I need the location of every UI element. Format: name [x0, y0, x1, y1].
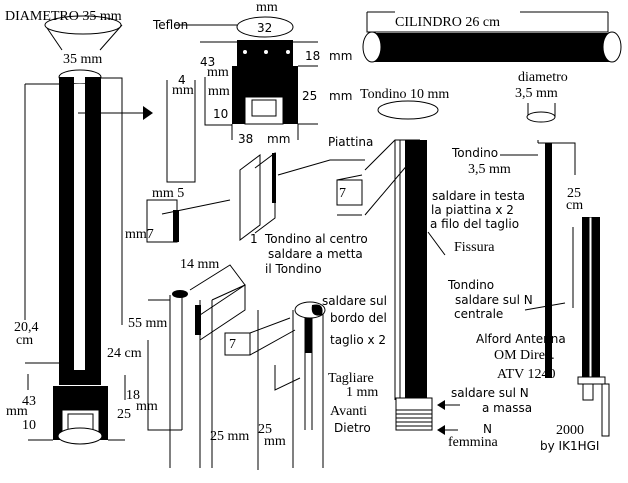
label-massa-1: saldare sul N: [451, 386, 529, 400]
label-25cm: 25: [567, 186, 581, 201]
label-25-bottom: 25: [117, 407, 131, 422]
label-n: N: [483, 422, 492, 436]
label-tondino-10: Tondino 10 mm: [360, 87, 449, 102]
label-35mm: 35 mm: [63, 52, 102, 67]
labels: DIAMETRO 35 mm 35 mm mm Teflon 32 18 mm …: [5, 0, 599, 453]
main-tube: [24, 15, 153, 445]
label-43-bottom-mm: mm: [6, 404, 28, 419]
label-18-bottom-mm: mm: [136, 399, 158, 414]
label-32: 32: [257, 21, 272, 35]
label-centro-2: saldare a metta: [268, 247, 363, 261]
feed-assembly-middle: [224, 301, 326, 470]
label-cilindro: CILINDRO 26 cm: [395, 15, 500, 30]
label-43-bottom: 43: [22, 394, 36, 409]
label-mm: mm: [256, 0, 278, 15]
cylinder: [362, 11, 622, 63]
label-4: 4: [178, 73, 186, 87]
label-dietro: Dietro: [334, 421, 371, 435]
label-massa-2: a massa: [482, 401, 532, 415]
label-43-mm: mm: [207, 65, 229, 80]
label-diametro-small: diametro: [518, 70, 568, 85]
label-tondino: Tondino: [451, 146, 498, 160]
strips: [146, 80, 365, 243]
label-7-b: 7: [339, 186, 346, 201]
label-25mm-b: 25: [258, 422, 272, 437]
label-25-mm: mm: [329, 89, 352, 103]
label-centro-1: Tondino al centro: [264, 232, 368, 246]
label-24cm: 24 cm: [107, 346, 142, 361]
label-tagliare-2: 1 mm: [346, 385, 378, 400]
label-1: 1: [250, 232, 258, 246]
label-bordo-3: taglio x 2: [330, 333, 386, 347]
label-year: 2000: [556, 423, 584, 438]
label-7-a: 7: [229, 337, 236, 352]
label-20-4-cm: cm: [16, 333, 33, 348]
label-saldare-testa-2: la piattina x 2: [431, 203, 514, 217]
label-teflon: Teflon: [152, 18, 188, 32]
rod-and-antenna: [500, 103, 610, 437]
label-43: 43: [200, 55, 215, 69]
label-10-mm: mm: [208, 84, 230, 99]
label-mm5: mm 5: [152, 186, 184, 201]
label-author: by IK1HGI: [540, 439, 599, 453]
label-20-4: 20,4: [14, 320, 39, 335]
label-alford-1: Alford Antenna: [476, 332, 566, 346]
label-bordo-1: saldare sul: [322, 294, 387, 308]
label-avanti: Avanti: [330, 404, 367, 419]
label-25: 25: [302, 89, 317, 103]
label-alford-2: OM Direz.: [494, 348, 555, 363]
label-14mm: 14 mm: [180, 257, 219, 272]
label-diametro: DIAMETRO 35 mm: [5, 9, 122, 24]
label-n-centrale-1: saldare sul N: [455, 293, 533, 307]
label-10: 10: [213, 107, 228, 121]
label-4-mm: mm: [172, 83, 194, 98]
label-55mm: 55 mm: [128, 316, 167, 331]
feed-assembly-left: [147, 264, 246, 468]
label-femmina: femmina: [448, 435, 499, 450]
label-25mm-a: 25 mm: [210, 429, 249, 444]
label-18-bottom: 18: [126, 388, 140, 403]
label-atv: ATV 1240: [497, 367, 555, 382]
label-3-5mm: 3,5 mm: [515, 86, 558, 101]
label-mm7: mm7: [125, 227, 154, 242]
label-bordo-2: bordo del: [330, 311, 387, 325]
label-saldare-testa-1: saldare in testa: [432, 189, 525, 203]
label-tondino-b: Tondino: [447, 278, 494, 292]
label-18: 18: [305, 49, 320, 63]
label-n-centrale-2: centrale: [454, 307, 503, 321]
label-tagliare-1: Tagliare: [328, 371, 374, 386]
teflon-block: [175, 16, 318, 140]
label-3-5mm-b: 3,5 mm: [468, 162, 511, 177]
label-38-mm: mm: [267, 132, 290, 146]
label-saldare-testa-3: a filo del taglio: [430, 217, 519, 231]
label-25cm-unit: cm: [566, 198, 583, 213]
label-centro-3: il Tondino: [265, 262, 322, 276]
label-piattina: Piattina: [328, 135, 373, 149]
label-38: 38: [238, 132, 253, 146]
central-feed: [336, 100, 460, 435]
label-fissura: Fissura: [454, 240, 495, 255]
label-25mm-b-unit: mm: [264, 434, 286, 449]
label-18-mm: mm: [329, 49, 352, 63]
label-10-bottom: 10: [22, 418, 36, 433]
